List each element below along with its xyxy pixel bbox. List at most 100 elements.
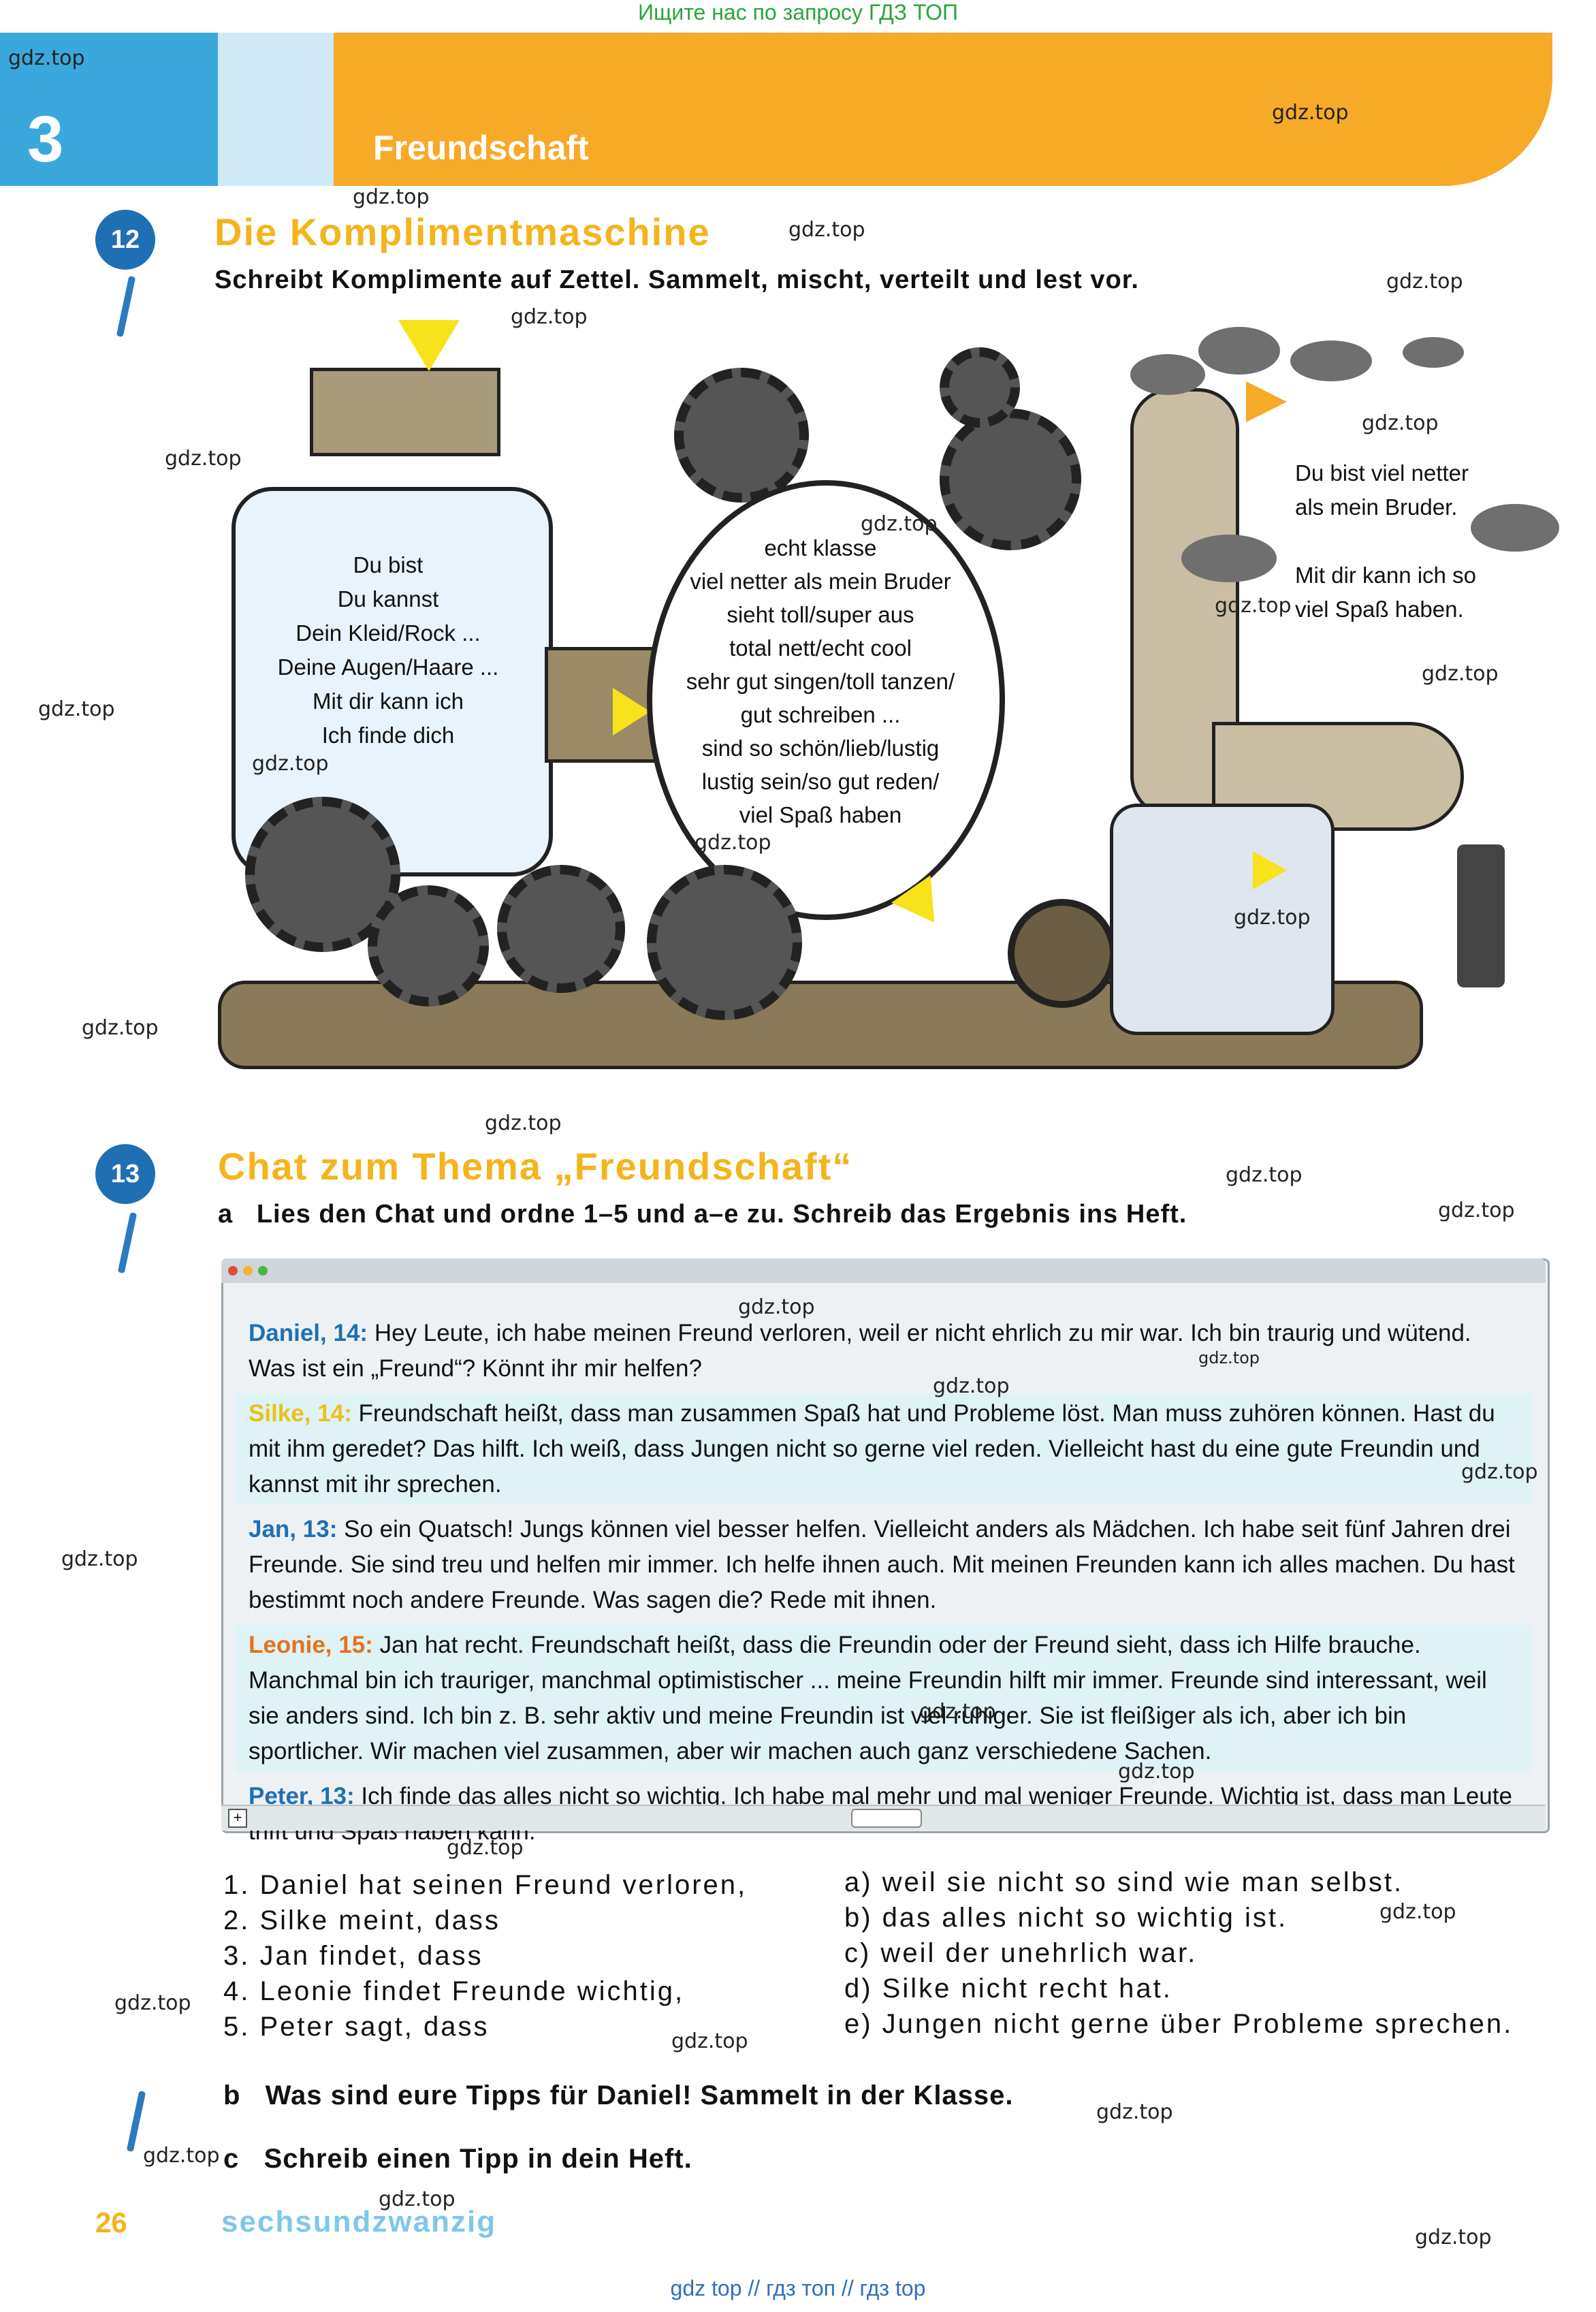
watermark: gdz.top bbox=[1386, 270, 1463, 294]
drum-line: viel Spaß haben bbox=[739, 802, 902, 827]
chat-author: Silke, 14: bbox=[249, 1400, 352, 1427]
gear-icon bbox=[674, 368, 809, 503]
tank-text: Du bist Du kannst Dein Kleid/Rock ... De… bbox=[259, 548, 517, 753]
task-c-letter: c bbox=[223, 2144, 240, 2174]
watermark: gdz.top bbox=[61, 1547, 138, 1571]
watermark: gdz.top bbox=[1272, 101, 1349, 125]
machine-output-2: Mit dir kann ich so viel Spaß haben. bbox=[1295, 558, 1476, 627]
drum-line: gut schreiben ... bbox=[740, 702, 901, 727]
tank-line: Ich finde dich bbox=[321, 723, 455, 748]
task-a: a Lies den Chat und ordne 1–5 und a–e zu… bbox=[218, 1200, 1187, 1229]
chat-author: Leonie, 15: bbox=[249, 1632, 373, 1658]
match-right-list: a) weil sie nicht so sind wie man selbst… bbox=[844, 1865, 1513, 2042]
watermark: gdz.top bbox=[1461, 1460, 1538, 1484]
wheel-icon bbox=[1008, 899, 1117, 1008]
chat-tools-icon[interactable] bbox=[851, 1809, 922, 1828]
chat-author: Jan, 13: bbox=[249, 1516, 338, 1542]
pencil-icon bbox=[126, 2090, 146, 2153]
chat-titlebar bbox=[221, 1258, 1546, 1283]
boiler-tank bbox=[1110, 804, 1335, 1035]
exercise-number-13: 13 bbox=[95, 1144, 155, 1204]
gear-icon bbox=[368, 885, 489, 1007]
pencil-icon bbox=[116, 275, 136, 338]
watermark: gdz.top bbox=[353, 185, 430, 209]
header-band-light bbox=[218, 33, 334, 186]
watermark: gdz.top bbox=[165, 447, 242, 471]
tank-line: Du kannst bbox=[337, 586, 439, 612]
watermark: gdz.top bbox=[1118, 1760, 1195, 1784]
exercise-13-title: Chat zum Thema „Freundschaft“ bbox=[218, 1145, 853, 1188]
watermark: gdz.top bbox=[1438, 1199, 1515, 1222]
task-b-letter: b bbox=[223, 2080, 241, 2110]
minimize-icon[interactable] bbox=[243, 1266, 253, 1276]
chat-message: Silke, 14: Freundschaft heißt, dass man … bbox=[235, 1393, 1532, 1505]
watermark: gdz.top bbox=[252, 752, 329, 776]
match-item: a) weil sie nicht so sind wie man selbst… bbox=[844, 1867, 1404, 1897]
smoke-cloud-icon bbox=[1130, 354, 1205, 395]
tank-line: Deine Augen/Haare ... bbox=[277, 654, 499, 680]
match-item: 5. Peter sagt, dass bbox=[223, 2012, 490, 2042]
watermark: gdz.top bbox=[1415, 2226, 1492, 2249]
exercise-number-12: 12 bbox=[95, 210, 155, 270]
match-left-list: 1. Daniel hat seinen Freund verloren, 2.… bbox=[223, 1867, 747, 2044]
gear-icon bbox=[647, 865, 802, 1020]
add-icon[interactable]: + bbox=[228, 1809, 247, 1828]
drum-line: lustig sein/so gut reden/ bbox=[701, 769, 940, 794]
watermark: gdz.top bbox=[861, 512, 938, 536]
task-b: b Was sind eure Tipps für Daniel! Sammel… bbox=[223, 2080, 1014, 2111]
smoke-cloud-icon bbox=[1471, 504, 1559, 552]
watermark: gdz.top bbox=[38, 697, 115, 721]
tank-line: Du bist bbox=[353, 552, 424, 577]
exercise-12-title: Die Komplimentmaschine bbox=[214, 210, 711, 253]
maximize-icon[interactable] bbox=[258, 1266, 268, 1276]
drum-line: total nett/echt cool bbox=[729, 635, 912, 661]
top-search-note: Ищите нас по запросу ГДЗ ТОП bbox=[638, 0, 958, 25]
watermark: gdz.top bbox=[82, 1016, 159, 1040]
output-line: als mein Bruder. bbox=[1295, 494, 1458, 520]
watermark: gdz.top bbox=[1226, 1163, 1303, 1187]
gear-icon bbox=[497, 865, 625, 993]
exercise-12-instruction: Schreibt Komplimente auf Zettel. Sammelt… bbox=[214, 266, 1139, 294]
chat-text: Hey Leute, ich habe meinen Freund verlor… bbox=[249, 1320, 1471, 1382]
watermark: gdz.top bbox=[738, 1295, 815, 1319]
smoke-cloud-icon bbox=[1403, 337, 1464, 368]
chat-messages: Daniel, 14: Hey Leute, ich habe meinen F… bbox=[235, 1313, 1532, 1856]
chat-text: Freundschaft heißt, dass man zusammen Sp… bbox=[249, 1400, 1495, 1498]
tank-line: Dein Kleid/Rock ... bbox=[296, 620, 481, 646]
watermark: gdz.top bbox=[8, 46, 85, 70]
match-item: 3. Jan findet, dass bbox=[223, 1941, 483, 1971]
header-band-orange bbox=[334, 33, 1552, 186]
smoke-cloud-icon bbox=[1290, 341, 1372, 381]
drum-line: sieht toll/super aus bbox=[727, 602, 914, 627]
watermark: gdz.top bbox=[695, 831, 771, 855]
match-item: c) weil der unehrlich war. bbox=[844, 1938, 1198, 1968]
unit-number: 3 bbox=[27, 103, 64, 176]
chat-text: So ein Quatsch! Jungs können viel besser… bbox=[249, 1516, 1515, 1613]
match-item: 1. Daniel hat seinen Freund verloren, bbox=[223, 1870, 748, 1900]
watermark: gdz.top bbox=[933, 1374, 1010, 1398]
watermark: gdz.top bbox=[1096, 2100, 1173, 2124]
match-item: 4. Leonie findet Freunde wichtig, bbox=[223, 1976, 685, 2006]
drum-line: echt klasse bbox=[764, 535, 877, 560]
yellow-arrow-icon bbox=[1253, 851, 1287, 889]
header-band-blue bbox=[0, 33, 218, 186]
drum-line: viel netter als mein Bruder bbox=[690, 569, 951, 594]
task-b-text: Was sind eure Tipps für Daniel! Sammelt … bbox=[265, 2080, 1014, 2110]
pencil-icon bbox=[117, 1212, 138, 1274]
output-line: viel Spaß haben. bbox=[1295, 597, 1464, 622]
watermark: gdz.top bbox=[1362, 411, 1439, 435]
close-icon[interactable] bbox=[228, 1266, 238, 1276]
watermark: gdz.top bbox=[1379, 1900, 1456, 1924]
chat-message: Daniel, 14: Hey Leute, ich habe meinen F… bbox=[235, 1313, 1532, 1389]
page-number-word: sechsundzwanzig bbox=[221, 2205, 497, 2238]
watermark: gdz.top bbox=[485, 1111, 562, 1135]
drum-line: sehr gut singen/toll tanzen/ bbox=[686, 669, 955, 694]
bottom-note: gdz top // гдз топ // гдз top bbox=[670, 2276, 926, 2300]
watermark: gdz.top bbox=[143, 2144, 220, 2168]
gear-icon bbox=[940, 409, 1081, 550]
task-a-text: Lies den Chat und ordne 1–5 und a–e zu. … bbox=[256, 1200, 1187, 1229]
page-number: 26 bbox=[95, 2206, 127, 2238]
gear-icon bbox=[940, 347, 1020, 428]
output-line: Du bist viel netter bbox=[1295, 460, 1469, 486]
compliment-drum bbox=[647, 480, 1005, 920]
